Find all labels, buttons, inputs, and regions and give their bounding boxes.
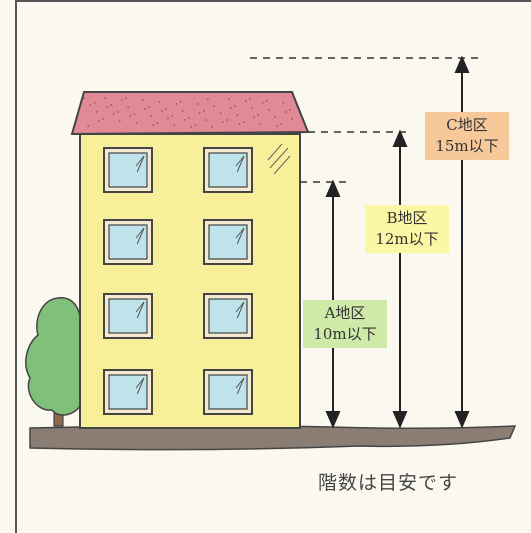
zone-c-limit: 15m以下 bbox=[435, 137, 499, 155]
roof bbox=[70, 91, 310, 136]
tree bbox=[25, 297, 94, 427]
window bbox=[203, 369, 253, 415]
window bbox=[103, 293, 153, 339]
zone-b-limit: 12m以下 bbox=[375, 230, 439, 248]
window bbox=[203, 147, 253, 193]
ground bbox=[29, 424, 517, 451]
window bbox=[103, 147, 153, 193]
window bbox=[103, 219, 153, 265]
caption: 階数は目安です bbox=[318, 472, 459, 494]
zone-b-name: B地区 bbox=[386, 209, 428, 227]
zone-label-c: C地区 15m以下 bbox=[425, 112, 509, 160]
window bbox=[203, 219, 253, 265]
zone-label-b: B地区 12m以下 bbox=[365, 205, 449, 253]
window bbox=[103, 369, 153, 415]
arrow-zone-b bbox=[392, 129, 408, 429]
zone-a-limit: 10m以下 bbox=[313, 325, 377, 343]
zone-label-a: A地区 10m以下 bbox=[303, 300, 387, 348]
zone-a-name: A地区 bbox=[324, 304, 366, 322]
zone-c-name: C地区 bbox=[446, 116, 488, 134]
window bbox=[203, 293, 253, 339]
frame-border bbox=[15, 0, 531, 533]
